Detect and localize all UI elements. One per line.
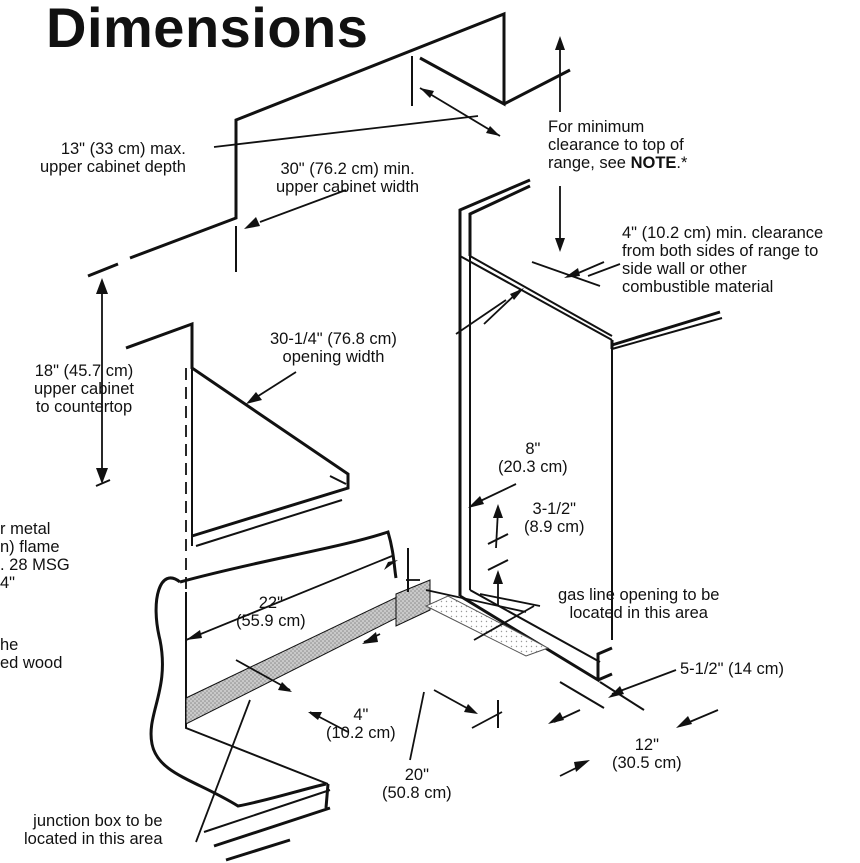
label-line: gas line opening to be bbox=[558, 586, 720, 604]
lower-cabinet-floor bbox=[149, 530, 550, 862]
opening-width-label: 30-1/4" (76.8 cm) opening width bbox=[270, 330, 397, 366]
label-line: upper cabinet width bbox=[276, 178, 420, 196]
wood-partial-label: he ed wood bbox=[0, 636, 62, 672]
label-line: 4" (10.2 cm) min. clearance bbox=[622, 224, 824, 242]
label-line: (30.5 cm) bbox=[612, 754, 682, 772]
label-line: located in this area bbox=[569, 604, 708, 622]
label-line: (20.3 cm) bbox=[498, 458, 568, 476]
upper-cabinet-outline bbox=[87, 11, 571, 278]
label-line: (8.9 cm) bbox=[524, 518, 585, 536]
label-line: 30" (76.2 cm) min. bbox=[280, 160, 415, 178]
dim-22-label: 22" (55.9 cm) bbox=[236, 594, 306, 630]
right-cabinet-and-countertop bbox=[458, 178, 723, 683]
left-cabinet-with-hood bbox=[125, 321, 350, 640]
label-line: 4" bbox=[0, 574, 16, 592]
upper-cabinet-depth-label: 13" (33 cm) max. upper cabinet depth bbox=[40, 140, 186, 176]
label-line: junction box to be bbox=[33, 812, 163, 830]
label-line: . 28 MSG bbox=[0, 556, 70, 574]
dim-5-5-label: 5-1/2" (14 cm) bbox=[680, 660, 784, 678]
label-line: opening width bbox=[282, 348, 385, 366]
label-line: n) flame bbox=[0, 538, 60, 556]
label-line: ed wood bbox=[0, 654, 63, 672]
note-clearance-label: For minimum clearance to top of range, s… bbox=[548, 118, 687, 172]
label-line: 4" bbox=[353, 706, 369, 724]
label-line: (10.2 cm) bbox=[326, 724, 396, 742]
gas-line-label: gas line opening to be located in this a… bbox=[558, 586, 719, 622]
label-line: side wall or other bbox=[622, 260, 747, 278]
vertical-18-inch-arrow bbox=[95, 278, 111, 487]
label-line: 18" (45.7 cm) bbox=[34, 362, 134, 380]
dim-8-label: 8" (20.3 cm) bbox=[498, 440, 568, 476]
label-line: For minimum bbox=[548, 118, 645, 136]
label-line: combustible material bbox=[622, 278, 774, 296]
label-line: to countertop bbox=[35, 398, 133, 416]
label-line: upper cabinet depth bbox=[40, 158, 186, 176]
label-line: he bbox=[0, 636, 19, 654]
label-line: located in this area bbox=[24, 830, 163, 848]
label-line: 22" bbox=[258, 594, 283, 612]
label-line: (55.9 cm) bbox=[236, 612, 306, 630]
label-line: 30-1/4" (76.8 cm) bbox=[270, 330, 397, 348]
top-clearance-arrows bbox=[555, 36, 565, 252]
label-line: upper cabinet bbox=[34, 380, 134, 398]
dim-3-5-label: 3-1/2" (8.9 cm) bbox=[524, 500, 585, 536]
upper-cabinet-dimension-lines bbox=[213, 56, 501, 229]
label-line: 13" (33 cm) max. bbox=[60, 140, 186, 158]
label-line: 8" bbox=[525, 440, 541, 458]
lower-dimension-lines bbox=[185, 263, 719, 843]
flame-spec-partial-label: r metal n) flame . 28 MSG 4" bbox=[0, 520, 70, 592]
label-line: (50.8 cm) bbox=[382, 784, 452, 802]
dim-12-label: 12" (30.5 cm) bbox=[612, 736, 682, 772]
label-line: 5-1/2" (14 cm) bbox=[680, 660, 784, 678]
cabinet-to-countertop-label: 18" (45.7 cm) upper cabinet to counterto… bbox=[34, 362, 134, 416]
side-clearance-label: 4" (10.2 cm) min. clearance from both si… bbox=[622, 224, 823, 296]
label-line: 3-1/2" bbox=[532, 500, 576, 518]
label-line: clearance to top of bbox=[548, 136, 684, 154]
dim-20-label: 20" (50.8 cm) bbox=[382, 766, 452, 802]
page-title: Dimensions bbox=[46, 0, 369, 59]
junction-box-label: junction box to be located in this area bbox=[24, 812, 163, 848]
label-line: 12" bbox=[634, 736, 659, 754]
upper-cabinet-width-label: 30" (76.2 cm) min. upper cabinet width bbox=[276, 160, 419, 196]
label-line: 20" bbox=[404, 766, 429, 784]
label-line: r metal bbox=[0, 520, 51, 538]
label-line: range, see NOTE.* bbox=[548, 154, 688, 172]
dim-4-label: 4" (10.2 cm) bbox=[326, 706, 396, 742]
label-line: from both sides of range to bbox=[622, 242, 819, 260]
